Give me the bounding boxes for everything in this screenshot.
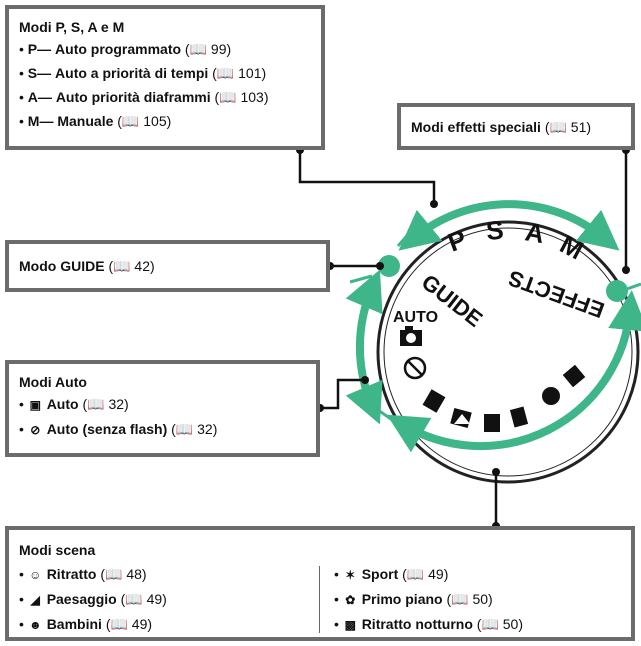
list-item: • S— Auto a priorità di tempi (📖 101)	[19, 65, 267, 81]
auto-arc-arrow	[345, 269, 383, 425]
list-item: • ▣ Auto (📖 32)	[19, 392, 306, 417]
close-up-scene-icon	[542, 387, 560, 405]
tick-separator	[598, 230, 616, 248]
tick-separator	[349, 274, 373, 284]
landscape-icon: ◢	[30, 593, 40, 607]
child-icon: ☻	[28, 618, 42, 632]
auto-modes-box: Modi Auto • ▣ Auto (📖 32) • ⊘ Auto (senz…	[5, 360, 320, 457]
scene-arc-arrow	[386, 290, 641, 453]
guide-label-row: Modo GUIDE (📖 42)	[19, 258, 155, 274]
close-up-icon: ✿	[345, 593, 356, 607]
pasm-modes-box: Modi P, S, A e M • P— Auto programmato (…	[5, 5, 325, 150]
auto-title: Modi Auto	[19, 374, 87, 390]
list-item: • ⊘ Auto (senza flash) (📖 32)	[19, 417, 306, 442]
effects-label-row: Modi effetti speciali (📖 51)	[411, 119, 592, 135]
effects-position-dot	[606, 280, 628, 302]
list-item: • ✿ Primo piano (📖 50)	[334, 587, 523, 612]
night-portrait-icon: ▩	[344, 618, 356, 632]
list-item: • ☻ Bambini (📖 49)	[19, 612, 319, 637]
pasm-arc-arrow	[398, 200, 620, 251]
scene-modes-box: Modi scena • ☺ Ritratto (📖 48) • ◢ Paesa…	[5, 526, 635, 641]
guide-position-dot	[378, 255, 400, 277]
auto-camera-icon: ▣	[29, 398, 41, 412]
list-item: • ◢ Paesaggio (📖 49)	[19, 587, 319, 612]
tick-separator	[377, 408, 399, 426]
auto-connector	[320, 378, 365, 410]
list-item: • ✶ Sport (📖 49)	[334, 562, 523, 587]
pasm-connector	[298, 150, 436, 204]
scene-title: Modi scena	[19, 542, 96, 558]
scene-right-column: • ✶ Sport (📖 49) • ✿ Primo piano (📖 50) …	[334, 562, 523, 637]
dial-label-s: S	[485, 215, 505, 246]
list-item: • A— Auto priorità diaframmi (📖 103)	[19, 89, 269, 105]
list-item: • P— Auto programmato (📖 99)	[19, 41, 232, 57]
scene-left-column: • ☺ Ritratto (📖 48) • ◢ Paesaggio (📖 49)…	[19, 562, 319, 637]
tick-separator	[396, 229, 414, 247]
list-item: • ▩ Ritratto notturno (📖 50)	[334, 612, 523, 637]
portrait-icon: ☺	[29, 568, 42, 582]
child-scene-icon	[484, 414, 500, 432]
pasm-title: Modi P, S, A e M	[19, 19, 125, 35]
guide-mode-box: Modo GUIDE (📖 42)	[5, 240, 330, 292]
sport-icon: ✶	[345, 568, 356, 582]
no-flash-icon: ⊘	[30, 423, 41, 437]
list-item: • M— Manuale (📖 105)	[19, 113, 172, 129]
scene-column-divider	[319, 566, 320, 633]
dial-label-auto: AUTO	[393, 309, 438, 326]
effects-modes-box: Modi effetti speciali (📖 51)	[397, 103, 635, 150]
list-item: • ☺ Ritratto (📖 48)	[19, 562, 319, 587]
